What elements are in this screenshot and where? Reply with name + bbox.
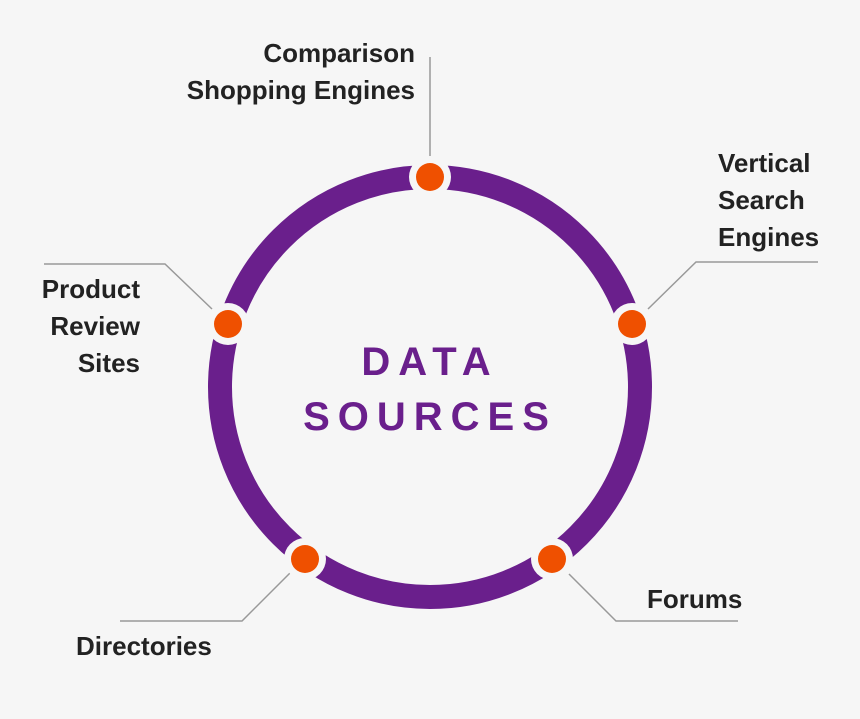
label-line: Engines <box>718 222 820 252</box>
label-line: Sites <box>77 348 140 378</box>
label-line: Product <box>41 274 140 304</box>
label-forums: Forums <box>647 581 742 618</box>
node-dot <box>214 310 242 338</box>
label-line: Search <box>718 185 805 215</box>
leader-vertical <box>647 261 818 310</box>
node-comparison <box>409 156 451 198</box>
node-vertical <box>611 303 653 345</box>
node-directories <box>284 538 326 580</box>
node-product <box>207 303 249 345</box>
label-comparison-shopping-engines: Comparison Shopping Engines <box>120 35 415 109</box>
title-line-1: DATA <box>361 340 499 384</box>
label-line: Comparison <box>263 38 415 68</box>
label-line: Shopping Engines <box>186 75 415 105</box>
label-directories: Directories <box>76 628 212 665</box>
node-dot <box>538 545 566 573</box>
node-dot <box>416 163 444 191</box>
node-dot <box>618 310 646 338</box>
label-line: Review <box>50 311 140 341</box>
label-line: Directories <box>76 631 212 661</box>
label-product-review-sites: Product Review Sites <box>0 271 140 382</box>
label-line: Forums <box>647 584 743 614</box>
label-vertical-search-engines: Vertical Search Engines <box>718 145 819 256</box>
leader-directories <box>120 572 291 622</box>
leader-forums <box>568 573 738 622</box>
leader-product <box>44 263 213 310</box>
label-line: Vertical <box>718 148 811 178</box>
node-forums <box>531 538 573 580</box>
title-line-2: SOURCES <box>303 395 557 439</box>
node-dot <box>291 545 319 573</box>
